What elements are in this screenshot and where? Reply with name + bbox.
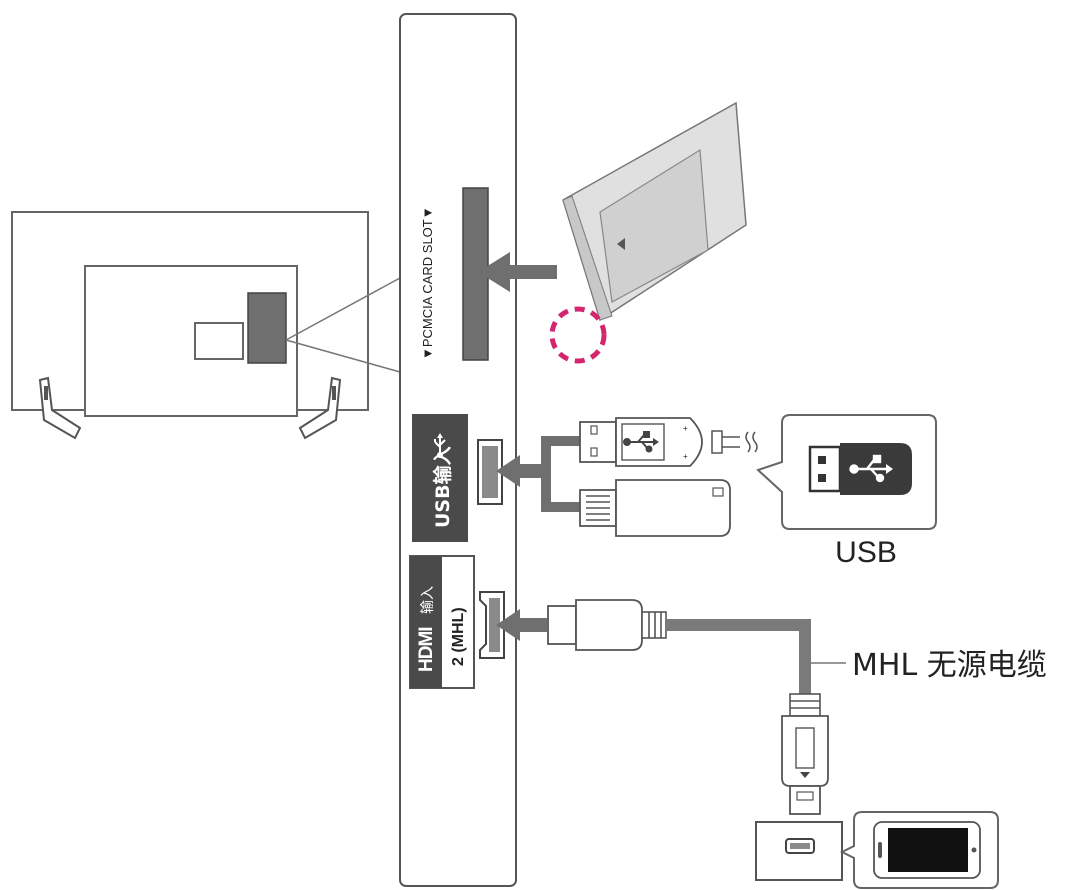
usb-cable-plug[interactable]: + + (579, 417, 758, 467)
usb-device-label: USB (835, 536, 897, 569)
usb-port-label: USB输入 (431, 446, 454, 528)
arrow-left-icon (496, 609, 547, 641)
zoom-callout (285, 277, 401, 373)
tv-stand-left (38, 376, 82, 440)
arrow-left-icon (478, 252, 557, 292)
hdmi-input-label: 输入 (420, 586, 436, 614)
pcmcia-slot-label: ▼PCMCIA CARD SLOT▼ (420, 206, 435, 360)
smartphone-callout (839, 811, 999, 889)
mhl-cable-label: MHL 无源电缆 (852, 648, 1047, 683)
arrow-left-icon (496, 455, 547, 487)
tv-label-plate (194, 322, 244, 360)
tv-stand-right (298, 376, 342, 440)
card-orientation-highlight (549, 306, 607, 364)
usb-branch-cable (541, 436, 581, 512)
svg-text:+: + (683, 452, 688, 461)
pcmcia-card[interactable] (562, 101, 747, 322)
smartphone-icon (873, 821, 981, 879)
phone-port-block (755, 821, 843, 881)
usb-symbol-icon (623, 431, 659, 453)
mhl-cable-wire (666, 619, 811, 694)
usb-flash-drive[interactable] (579, 479, 731, 537)
mhl-cable-hdmi-plug[interactable] (547, 599, 667, 651)
hdmi-port-number: 2 (MHL) (450, 607, 467, 666)
tv-terminal-block (247, 292, 287, 364)
usb-symbol-icon (434, 433, 446, 458)
svg-text:+: + (683, 424, 688, 433)
mhl-cable-micro-usb-plug[interactable] (781, 693, 829, 815)
usb-device-callout (756, 414, 937, 530)
hdmi-logo: HDMI (416, 627, 437, 672)
tv-rear-view (11, 211, 369, 440)
usb-symbol-icon (849, 454, 893, 483)
